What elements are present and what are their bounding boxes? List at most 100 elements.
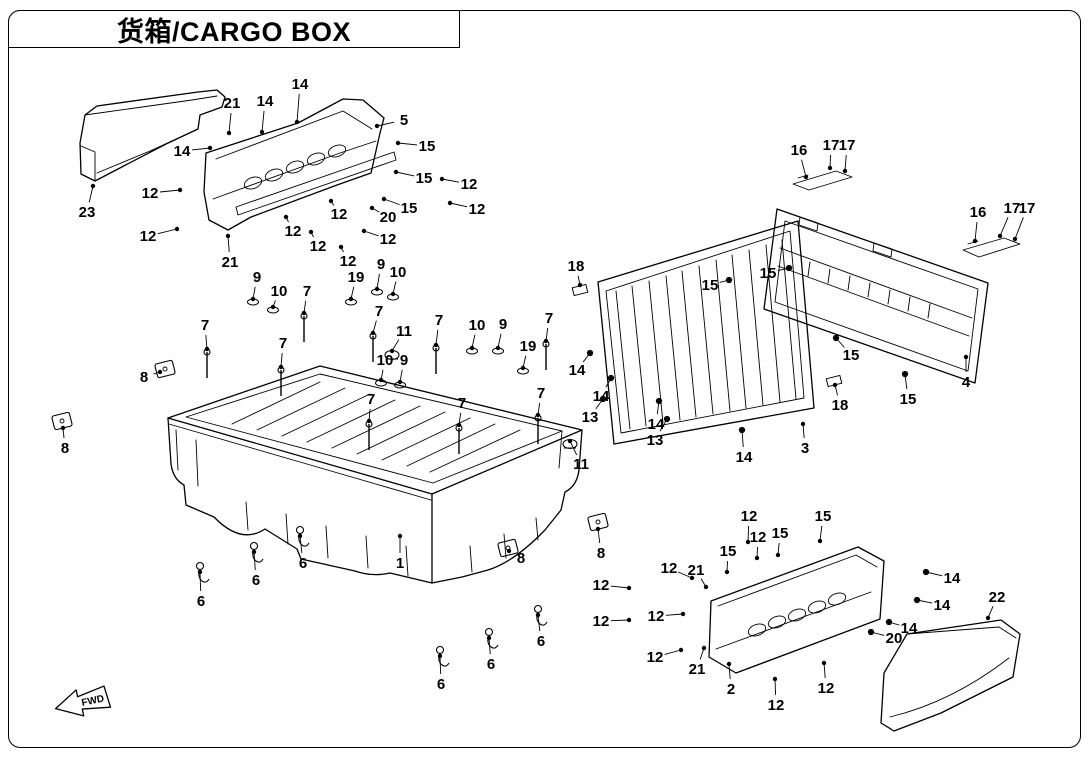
- callout-label: 8: [61, 440, 69, 457]
- callout-6: 6: [437, 653, 445, 693]
- callout-label: 8: [517, 550, 525, 567]
- callout-label: 12: [140, 228, 157, 245]
- hardware-bolt: [432, 344, 440, 374]
- callout-label: 15: [419, 138, 436, 155]
- callout-label: 17: [1019, 200, 1036, 217]
- callout-13: 13: [647, 416, 670, 449]
- callout-7: 7: [366, 391, 375, 424]
- hardware-pin: [663, 415, 671, 423]
- callout-label: 12: [818, 680, 835, 697]
- callout-label: 15: [900, 391, 917, 408]
- callout-label: 21: [224, 95, 241, 112]
- callout-label: 7: [279, 335, 287, 352]
- callout-label: 12: [741, 508, 758, 525]
- hardware-pin: [785, 264, 793, 272]
- callout-label: 22: [989, 589, 1006, 606]
- callout-15: 15: [815, 508, 832, 544]
- hardware-bolt: [277, 366, 285, 396]
- callout-20: 20: [868, 629, 903, 647]
- hardware-pin: [922, 568, 930, 576]
- callout-label: 15: [815, 508, 832, 525]
- callout-label: 2: [727, 681, 735, 698]
- callout-14: 14: [257, 93, 274, 135]
- part-23-side-panel-outer: [79, 89, 226, 182]
- callout-12: 12: [593, 577, 632, 594]
- callout-label: 4: [962, 374, 971, 391]
- callout-label: 12: [469, 201, 486, 218]
- callout-12: 12: [647, 647, 684, 666]
- callout-label: 7: [375, 303, 383, 320]
- hardware-bolt: [300, 312, 308, 342]
- callout-label: 9: [400, 352, 408, 369]
- callout-16: 16: [791, 142, 809, 180]
- callout-11: 11: [567, 438, 589, 473]
- hardware-layer: [51, 264, 930, 667]
- callout-label: 9: [253, 269, 261, 286]
- callout-13: 13: [582, 396, 606, 426]
- callout-label: 16: [970, 204, 987, 221]
- part-1-cargo-bed: [167, 365, 583, 584]
- callout-22: 22: [985, 589, 1006, 621]
- callout-label: 15: [702, 277, 719, 294]
- fwd-label: FWD: [81, 693, 106, 708]
- callout-14: 14: [923, 569, 961, 587]
- callout-label: 21: [688, 562, 705, 579]
- callout-17: 17: [997, 200, 1021, 239]
- callout-label: 14: [174, 143, 191, 160]
- callout-7: 7: [543, 310, 553, 344]
- callout-6: 6: [535, 612, 545, 650]
- hardware-bolt: [455, 424, 463, 454]
- callout-label: 12: [661, 560, 678, 577]
- hinge-16-right: [962, 237, 1021, 258]
- callout-label: 12: [593, 577, 610, 594]
- callout-label: 9: [377, 256, 385, 273]
- callout-15: 15: [720, 543, 736, 575]
- callout-label: 14: [292, 76, 309, 93]
- callout-15: 15: [833, 335, 859, 364]
- callout-15: 15: [702, 277, 732, 294]
- callout-15: 15: [395, 138, 436, 155]
- callout-label: 5: [400, 112, 408, 129]
- callout-label: 7: [545, 310, 553, 327]
- callout-10: 10: [377, 352, 393, 383]
- callout-15: 15: [381, 196, 417, 217]
- callout-label: 7: [458, 395, 466, 412]
- callout-21: 21: [688, 562, 709, 590]
- callout-label: 12: [331, 206, 348, 223]
- callout-12: 12: [328, 198, 348, 223]
- callout-label: 3: [801, 440, 809, 457]
- hardware-bolt: [369, 332, 377, 362]
- callout-12: 12: [741, 508, 758, 545]
- callout-12: 12: [768, 676, 784, 714]
- callout-label: 17: [823, 137, 840, 154]
- callout-11: 11: [389, 323, 412, 354]
- callout-label: 14: [901, 620, 918, 637]
- hardware-pin: [607, 374, 615, 382]
- hardware-pin: [599, 395, 607, 403]
- callout-14: 14: [292, 76, 309, 125]
- callout-10: 10: [469, 317, 485, 351]
- callout-9: 9: [495, 316, 507, 351]
- hardware-bracket: [154, 359, 176, 379]
- callout-12: 12: [661, 560, 695, 581]
- callout-label: 20: [886, 630, 903, 647]
- callout-3: 3: [800, 421, 809, 457]
- callout-label: 15: [760, 265, 777, 282]
- callout-label: 8: [140, 369, 148, 386]
- callout-2: 2: [726, 661, 735, 698]
- callout-12: 12: [361, 228, 396, 248]
- callout-12: 12: [283, 214, 301, 240]
- callout-9: 9: [374, 256, 385, 292]
- callout-label: 20: [380, 209, 397, 226]
- callout-4: 4: [962, 354, 971, 391]
- callout-6: 6: [197, 569, 205, 610]
- callout-16: 16: [970, 204, 987, 244]
- hardware-pin: [913, 596, 921, 604]
- callout-label: 1: [396, 555, 404, 572]
- callout-17: 17: [823, 137, 840, 171]
- title-box: 货箱/CARGO BOX: [8, 10, 460, 48]
- callout-18: 18: [832, 382, 848, 414]
- callout-label: 17: [1004, 200, 1021, 217]
- callout-label: 6: [252, 572, 260, 589]
